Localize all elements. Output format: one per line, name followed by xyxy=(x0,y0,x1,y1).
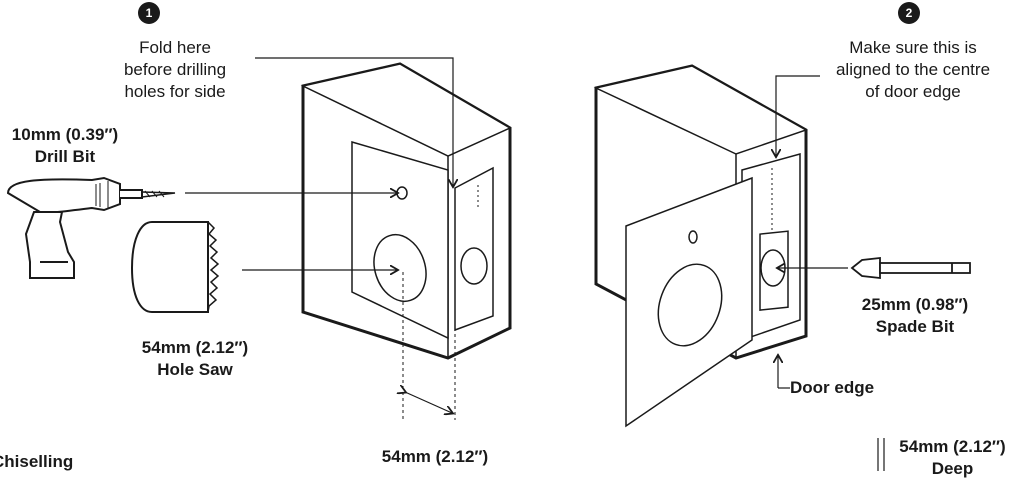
fold-note-line-3: holes for side xyxy=(124,82,226,101)
door-edge-label: Door edge xyxy=(790,378,875,397)
door-block-right xyxy=(593,64,808,428)
drill-icon xyxy=(6,176,176,279)
fold-note-line-1: Fold here xyxy=(139,38,211,57)
step-2-badge: 2 xyxy=(898,2,920,24)
hole-saw-icon xyxy=(130,221,220,313)
align-note-line-3: of door edge xyxy=(865,82,961,101)
spade-bit-icon xyxy=(850,256,971,280)
depth-size: 54mm (2.12″) xyxy=(899,437,1006,456)
distance-label: 54mm (2.12″) xyxy=(381,447,489,466)
depth-word: Deep xyxy=(931,459,974,478)
hole-saw-name: Hole Saw xyxy=(157,360,233,379)
leaders-step1 xyxy=(185,57,453,413)
fold-note-line-2: before drilling xyxy=(123,60,227,79)
chiselling-heading: Chiselling xyxy=(0,452,74,471)
leaders-step2 xyxy=(776,75,885,471)
step-1-badge: 1 xyxy=(138,2,160,24)
hole-saw-label: 54mm (2.12″) Hole Saw xyxy=(130,337,260,381)
align-note-line-1: Make sure this is xyxy=(849,38,977,57)
door-block-left xyxy=(300,62,512,420)
fold-note: Fold here before drilling holes for side xyxy=(95,37,255,103)
drill-bit-label: 10mm (0.39″) Drill Bit xyxy=(0,124,130,168)
hole-saw-size: 54mm (2.12″) xyxy=(141,338,249,357)
align-note: Make sure this is aligned to the centre … xyxy=(818,37,1008,103)
spade-bit-name: Spade Bit xyxy=(875,317,955,336)
spade-bit-label: 25mm (0.98″) Spade Bit xyxy=(850,294,980,338)
drill-bit-size: 10mm (0.39″) xyxy=(11,125,119,144)
drill-bit-name: Drill Bit xyxy=(34,147,96,166)
depth-label: 54mm (2.12″) Deep xyxy=(890,436,1015,480)
align-note-line-2: aligned to the centre xyxy=(835,60,991,79)
spade-bit-size: 25mm (0.98″) xyxy=(861,295,969,314)
